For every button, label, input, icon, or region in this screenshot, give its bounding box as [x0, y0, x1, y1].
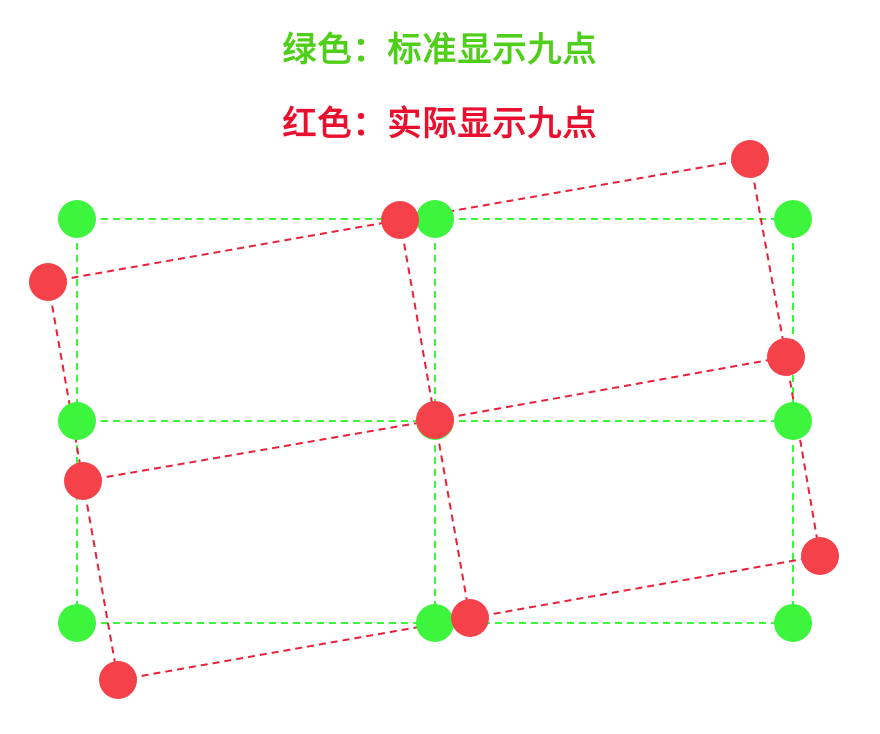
actual-points	[29, 140, 839, 699]
actual-point-r2-c2	[801, 537, 839, 575]
legend-standard-points: 绿色：标准显示九点	[282, 30, 598, 70]
standard-point-r1-c2	[774, 402, 812, 440]
standard-points	[58, 200, 812, 642]
actual-line-v-r1-c1	[434, 419, 471, 619]
actual-point-r1-c2	[767, 338, 805, 376]
actual-grid-lines	[47, 158, 821, 681]
actual-point-r1-c1	[416, 401, 454, 439]
actual-point-r0-c2	[731, 140, 769, 178]
standard-point-r0-c2	[774, 200, 812, 238]
actual-point-r2-c1	[451, 599, 489, 637]
legend-actual-points: 红色：实际显示九点	[282, 104, 598, 144]
actual-line-h-r1-c0	[82, 419, 436, 482]
actual-point-r2-c0	[99, 661, 137, 699]
actual-line-h-r0-c1	[399, 158, 751, 221]
actual-line-v-r0-c1	[399, 219, 436, 421]
actual-point-r1-c0	[64, 462, 102, 500]
actual-point-r0-c0	[29, 263, 67, 301]
actual-line-v-r0-c0	[47, 281, 84, 482]
actual-line-v-r1-c2	[785, 356, 821, 557]
actual-line-h-r2-c1	[469, 555, 821, 619]
standard-point-r2-c1	[416, 604, 454, 642]
standard-point-r2-c0	[58, 604, 96, 642]
standard-point-r0-c0	[58, 200, 96, 238]
standard-point-r1-c0	[58, 402, 96, 440]
actual-point-r0-c1	[381, 201, 419, 239]
actual-line-v-r1-c0	[82, 480, 119, 681]
standard-grid-lines	[76, 218, 794, 624]
actual-line-h-r0-c0	[47, 219, 401, 283]
standard-point-r0-c1	[416, 200, 454, 238]
actual-line-v-r0-c2	[749, 158, 787, 358]
actual-line-h-r1-c1	[434, 356, 787, 421]
standard-point-r2-c2	[774, 604, 812, 642]
